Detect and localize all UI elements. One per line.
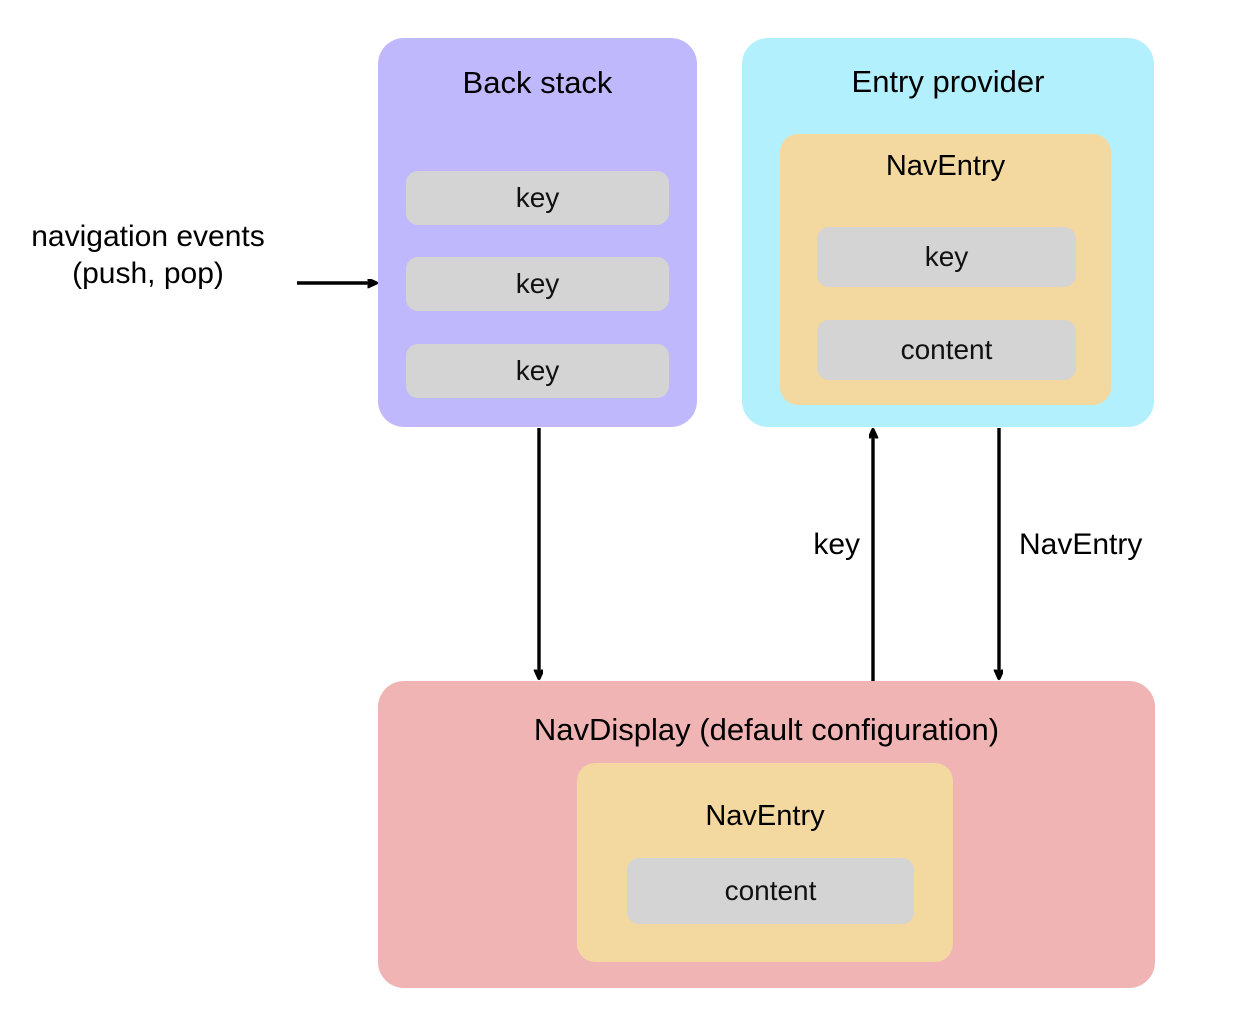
back-stack-key-label: key bbox=[515, 355, 560, 386]
nav-display-content-chip: content bbox=[627, 858, 914, 924]
nav-display-content-label: content bbox=[724, 875, 817, 906]
edge-label-key: key bbox=[813, 528, 860, 561]
entry-provider-content-chip: content bbox=[817, 320, 1076, 380]
entry-provider-key-chip: key bbox=[817, 227, 1076, 287]
entry-provider-nav-entry-title: NavEntry bbox=[885, 150, 1006, 182]
back-stack-key-chip: key bbox=[406, 257, 669, 311]
back-stack-key-chip: key bbox=[406, 171, 669, 225]
back-stack-key-chip: key bbox=[406, 344, 669, 398]
back-stack-key-label: key bbox=[515, 182, 560, 213]
entry-provider-content-label: content bbox=[900, 334, 993, 365]
edge-label-nav-entry: NavEntry bbox=[1019, 528, 1143, 561]
back-stack-title: Back stack bbox=[462, 65, 613, 100]
nav-display-nav-entry-title: NavEntry bbox=[705, 800, 825, 832]
back-stack-key-label: key bbox=[515, 268, 560, 299]
entry-provider-title: Entry provider bbox=[851, 64, 1045, 99]
navigation-events-label: navigation events (push, pop) bbox=[31, 220, 265, 290]
entry-provider-key-label: key bbox=[924, 241, 969, 272]
nav-display-title: NavDisplay (default configuration) bbox=[533, 712, 1000, 747]
